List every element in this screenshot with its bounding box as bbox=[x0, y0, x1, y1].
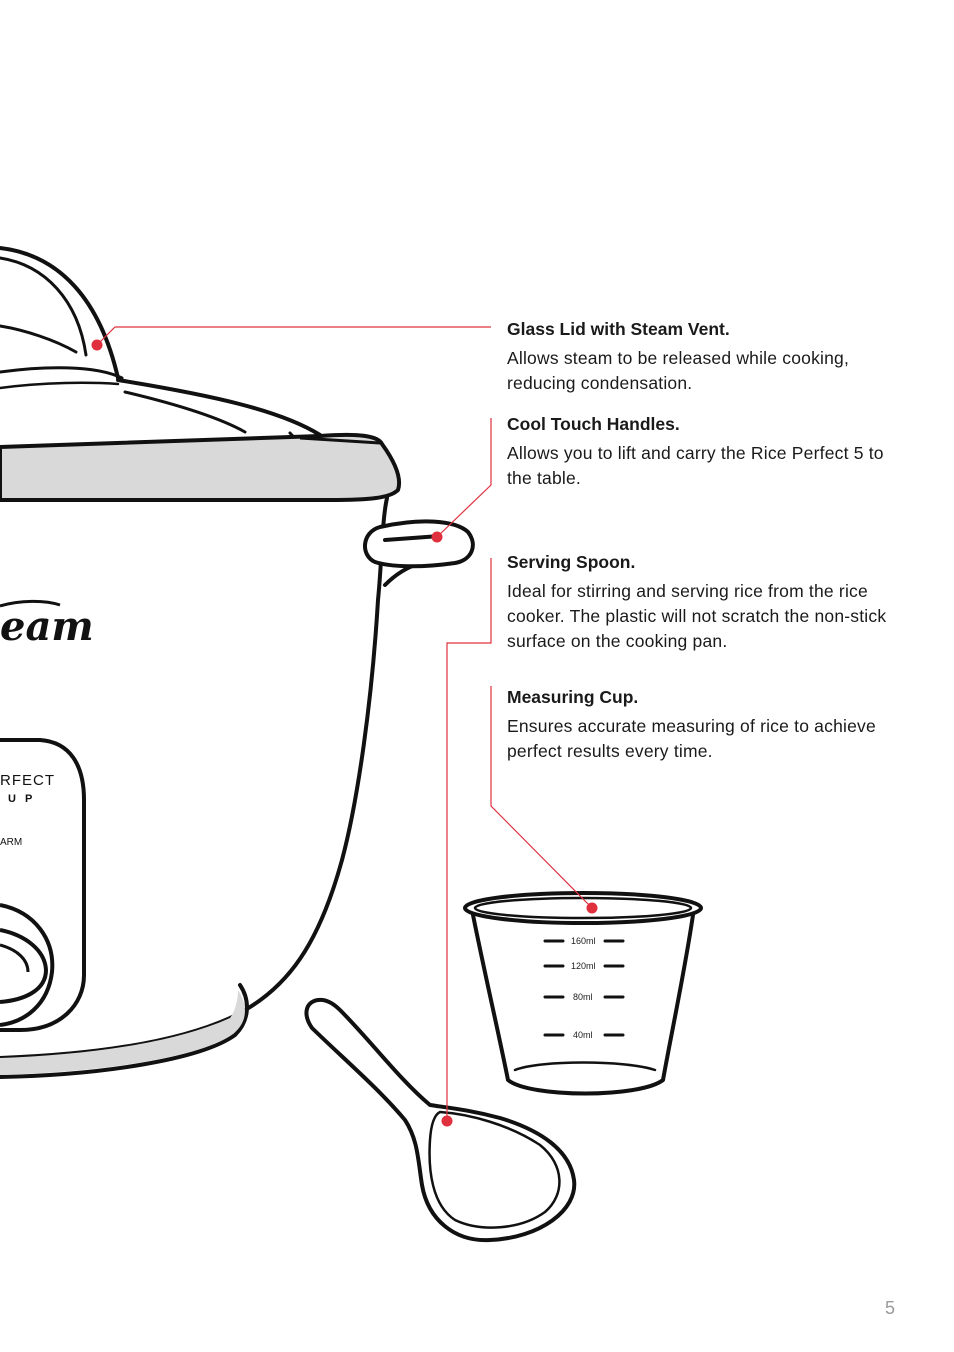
dot-handles bbox=[431, 531, 443, 543]
cooker-rim bbox=[0, 432, 402, 502]
dot-spoon bbox=[441, 1115, 453, 1127]
dot-lid bbox=[91, 339, 103, 351]
cup-mark-80: 80ml bbox=[573, 992, 593, 1002]
callout-body-cup: Ensures accurate measuring of rice to ac… bbox=[507, 716, 876, 761]
callout-title-lid: Glass Lid with Steam Vent. bbox=[507, 319, 730, 339]
callout-body-spoon: Ideal for stirring and serving rice from… bbox=[507, 581, 887, 651]
callout-cool-touch-handles: Cool Touch Handles. Allows you to lift a… bbox=[507, 413, 907, 491]
measuring-cup bbox=[463, 891, 703, 1096]
callout-body-lid: Allows steam to be released while cookin… bbox=[507, 348, 850, 393]
dot-cup bbox=[586, 902, 598, 914]
leader-line-lid bbox=[96, 326, 491, 346]
serving-spoon bbox=[304, 997, 577, 1243]
cooker-body bbox=[0, 496, 420, 1079]
svg-text:U P: U P bbox=[8, 793, 35, 805]
callout-title-spoon: Serving Spoon. bbox=[507, 552, 636, 572]
brand-logo-fragment: eam bbox=[0, 603, 94, 650]
cup-mark-40: 40ml bbox=[573, 1030, 593, 1040]
callout-title-handles: Cool Touch Handles. bbox=[507, 414, 680, 434]
cup-mark-120: 120ml bbox=[571, 961, 596, 971]
leader-line-spoon bbox=[446, 558, 492, 1121]
control-panel: RFECT U P ARM bbox=[0, 738, 86, 1032]
page-number: 5 bbox=[885, 1298, 896, 1318]
glass-lid bbox=[0, 246, 322, 448]
cool-touch-handle bbox=[363, 519, 475, 569]
callout-body-handles: Allows you to lift and carry the Rice Pe… bbox=[507, 443, 884, 488]
callout-serving-spoon: Serving Spoon. Ideal for stirring and se… bbox=[507, 551, 907, 654]
cup-mark-160: 160ml bbox=[571, 936, 596, 946]
leader-lines bbox=[96, 326, 593, 1121]
leader-line-cup bbox=[490, 686, 593, 909]
callout-title-cup: Measuring Cup. bbox=[507, 687, 639, 707]
callout-glass-lid: Glass Lid with Steam Vent. Allows steam … bbox=[507, 318, 907, 396]
svg-text:ARM: ARM bbox=[0, 837, 22, 848]
svg-text:RFECT: RFECT bbox=[0, 772, 55, 789]
callout-measuring-cup: Measuring Cup. Ensures accurate measurin… bbox=[507, 686, 907, 764]
leader-line-handles bbox=[436, 418, 492, 538]
